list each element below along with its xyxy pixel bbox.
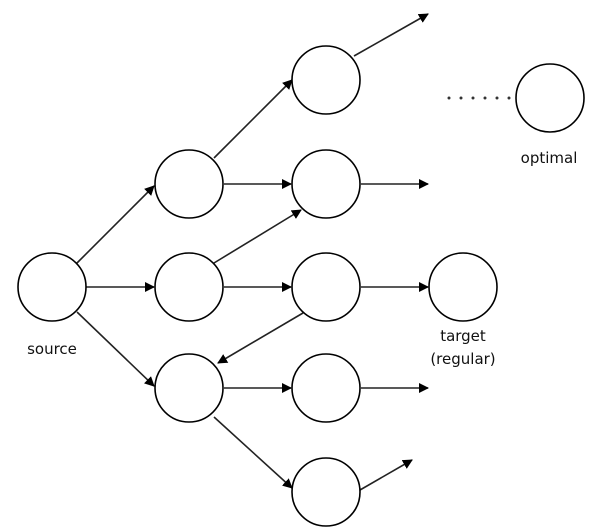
- node-layer2-3: [291, 252, 361, 322]
- edge-n8-out: [359, 459, 413, 491]
- edge-n1-to-n4: [213, 79, 293, 159]
- node-layer2-4: [291, 353, 361, 423]
- labels: source target (regular) optimal: [27, 149, 577, 368]
- edge-source-to-n1: [76, 185, 155, 264]
- node-layer1-bottom: [154, 353, 224, 423]
- edge-source-to-n3: [76, 311, 155, 387]
- label-optimal: optimal: [521, 149, 578, 167]
- node-target: [428, 252, 498, 322]
- label-target: target: [440, 327, 486, 345]
- node-layer2-1: [291, 45, 361, 115]
- ellipsis-dots: [447, 96, 511, 100]
- node-source: [17, 252, 87, 322]
- nodes: [17, 45, 585, 527]
- edge-n3-to-n8: [213, 416, 293, 489]
- edge-n4-out: [353, 13, 429, 57]
- node-layer2-2: [291, 149, 361, 219]
- node-layer2-5: [291, 457, 361, 527]
- edge-n2-to-n5: [213, 209, 302, 264]
- label-source: source: [27, 340, 77, 358]
- node-layer1-top: [154, 149, 224, 219]
- edges: [76, 13, 429, 491]
- node-layer1-middle: [154, 252, 224, 322]
- node-optimal: [515, 63, 585, 133]
- edge-n6-to-n3: [217, 312, 304, 364]
- label-target-regular: (regular): [430, 350, 495, 368]
